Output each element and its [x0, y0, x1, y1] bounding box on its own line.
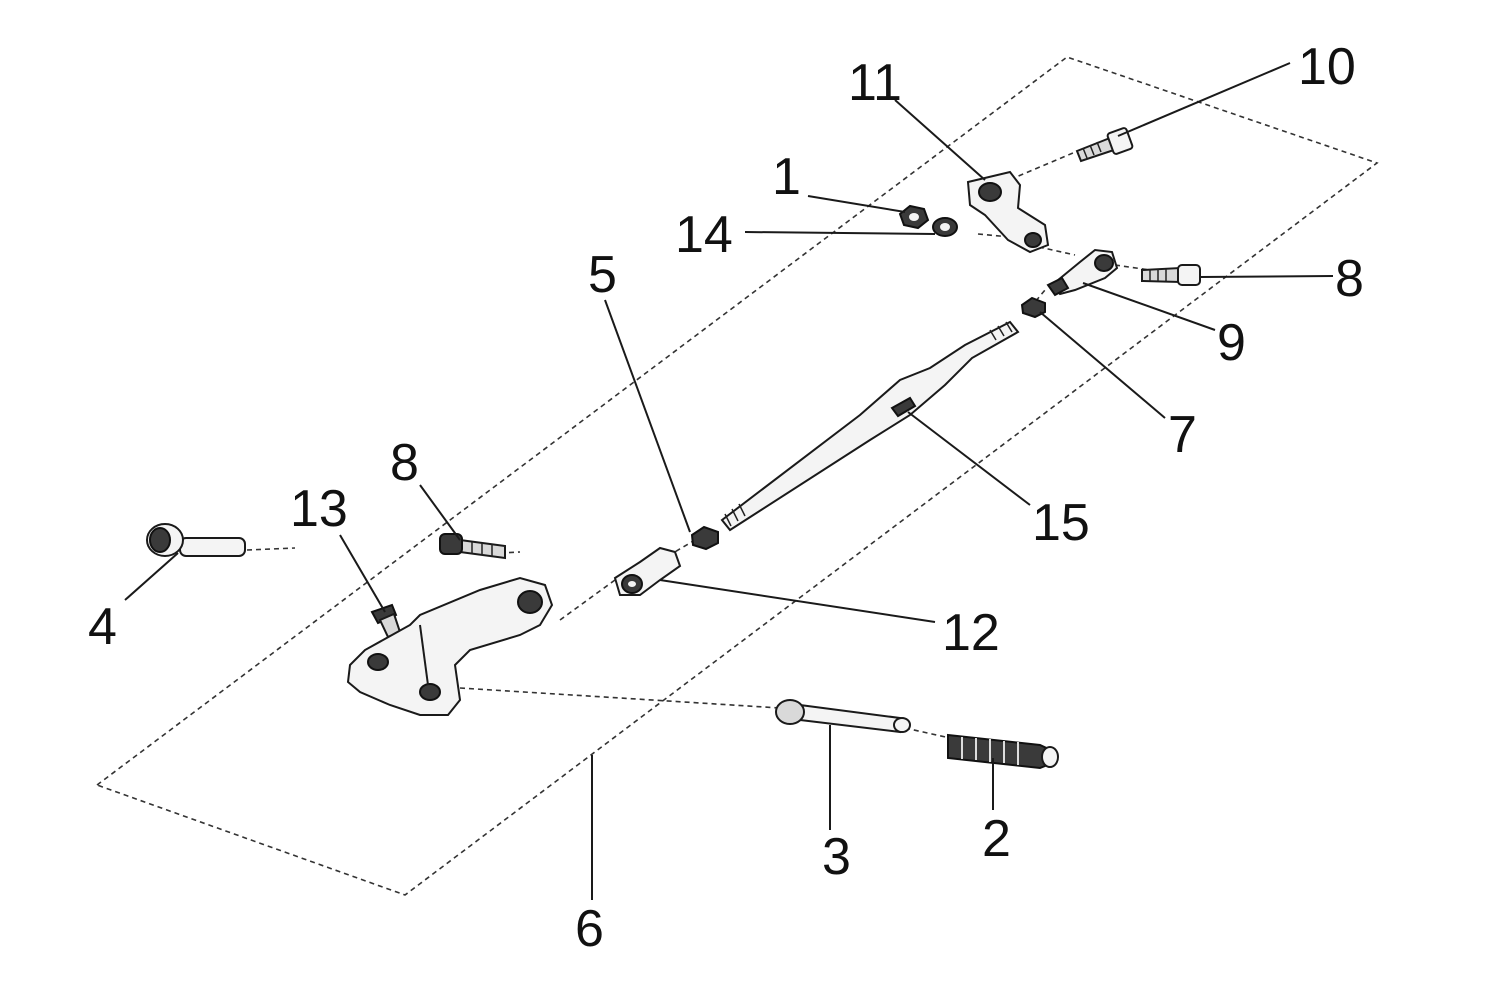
- part-9-rod-end: [1046, 248, 1119, 297]
- callout-2: 2: [982, 810, 1011, 868]
- part-7-nut: [1020, 296, 1046, 319]
- callout-1: 1: [772, 148, 801, 206]
- callout-3: 3: [822, 828, 851, 886]
- part-12-rod-end: [613, 546, 682, 596]
- callout-9: 9: [1217, 314, 1246, 372]
- callout-7: 7: [1168, 406, 1197, 464]
- part-3-peg-shaft: [775, 699, 911, 734]
- part-4-pivot-bolt: [146, 523, 246, 557]
- callout-6: 6: [575, 900, 604, 958]
- part-8-bolt-left: [439, 533, 506, 560]
- callout-12: 12: [942, 604, 1000, 662]
- callout-4: 4: [88, 598, 117, 656]
- part-15-shift-rod: [720, 320, 1020, 532]
- callout-5: 5: [588, 246, 617, 304]
- part-14-washer: [932, 217, 958, 237]
- leader-lines: [124, 62, 1334, 900]
- part-5-nut: [690, 525, 719, 551]
- callout-15: 15: [1032, 494, 1090, 552]
- callout-8-right: 8: [1335, 250, 1364, 308]
- callout-10: 10: [1298, 38, 1356, 96]
- callout-11: 11: [848, 54, 902, 112]
- callout-13: 13: [290, 480, 348, 538]
- assembly-boundary: [95, 56, 1379, 896]
- part-2-peg-rubber: [947, 733, 1059, 770]
- callout-8-left: 8: [390, 434, 419, 492]
- shift-lever-body: [346, 576, 554, 716]
- part-1-nut: [898, 204, 930, 230]
- part-10-bolt: [1075, 127, 1134, 163]
- callout-14: 14: [675, 206, 733, 264]
- callout-labels: 1 2 3 4 5 6 7 8 8 9 10 11 12 13 14 15: [88, 38, 1364, 958]
- part-11-bracket: [966, 170, 1050, 254]
- part-8-bolt-right: [1141, 264, 1201, 286]
